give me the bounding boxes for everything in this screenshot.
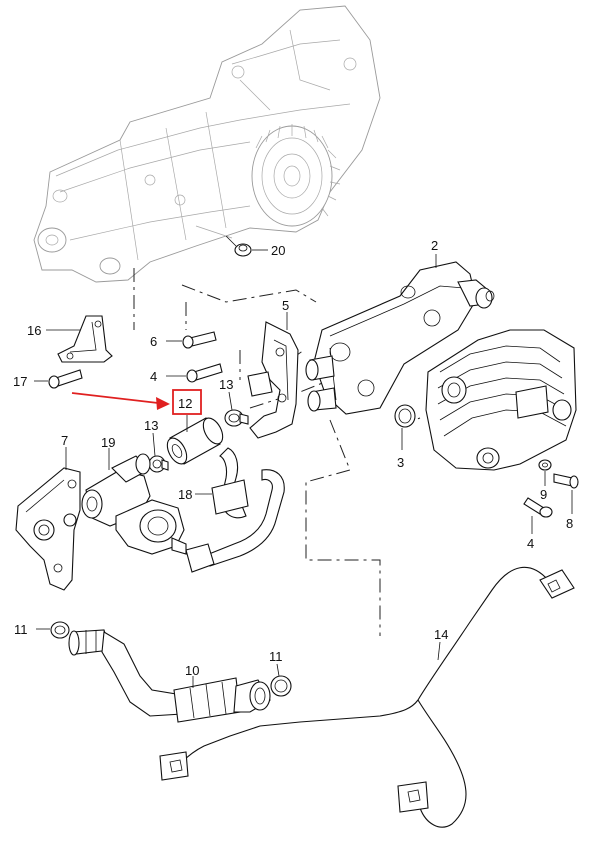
bolt-8-part — [553, 473, 579, 489]
callout-17: 17 — [13, 374, 27, 389]
callout-2: 2 — [431, 238, 438, 253]
bolt-4-lower-part — [523, 497, 553, 518]
clamp-13-upper-part — [224, 409, 249, 427]
callout-3: 3 — [397, 455, 404, 470]
bolt-17-part — [48, 369, 83, 389]
callout-13-lower: 13 — [144, 418, 158, 433]
callout-4-lower: 4 — [527, 536, 534, 551]
wiring-harness-part — [159, 566, 575, 828]
bracket-16-part — [57, 315, 113, 363]
pipe-12-part — [166, 417, 224, 465]
thermostat-19-part — [63, 453, 187, 555]
hose-18-part — [185, 447, 285, 573]
callout-6: 6 — [150, 334, 157, 349]
callout-11-right: 11 — [269, 649, 283, 664]
callout-labels: 2 3 4 4 5 6 7 8 9 10 11 11 12 13 13 14 1… — [13, 238, 573, 678]
bolt-6-part — [182, 331, 217, 349]
callout-11-left: 11 — [14, 622, 28, 637]
drain-plug-part — [225, 235, 252, 257]
transmission-outline — [33, 5, 381, 283]
oil-cooler-part — [425, 329, 577, 471]
highlight-arrow — [71, 392, 170, 410]
callout-10: 10 — [185, 663, 199, 678]
callout-13-upper: 13 — [219, 377, 233, 392]
callout-5: 5 — [282, 298, 289, 313]
callout-9: 9 — [540, 487, 547, 502]
clamp-13-lower-part — [148, 455, 169, 473]
bracket-5-part — [247, 321, 299, 439]
highlight-box — [172, 389, 202, 415]
valve-housing-part — [305, 261, 495, 415]
washer-9-part — [538, 459, 552, 471]
bolt-4-upper-part — [186, 363, 223, 383]
callout-16: 16 — [27, 323, 41, 338]
callout-8: 8 — [566, 516, 573, 531]
callout-20: 20 — [271, 243, 285, 258]
bracket-7-part — [15, 467, 81, 591]
seal-ring-11-right-part — [270, 675, 292, 697]
callout-4-upper: 4 — [150, 369, 157, 384]
seal-ring-3-part — [394, 404, 416, 428]
pipe-10-part — [68, 629, 271, 723]
seal-ring-11-left-part — [50, 621, 70, 639]
callout-12: 12 — [178, 396, 192, 411]
callout-7: 7 — [61, 433, 68, 448]
callout-14: 14 — [434, 627, 448, 642]
callout-18: 18 — [178, 487, 192, 502]
callout-19: 19 — [101, 435, 115, 450]
